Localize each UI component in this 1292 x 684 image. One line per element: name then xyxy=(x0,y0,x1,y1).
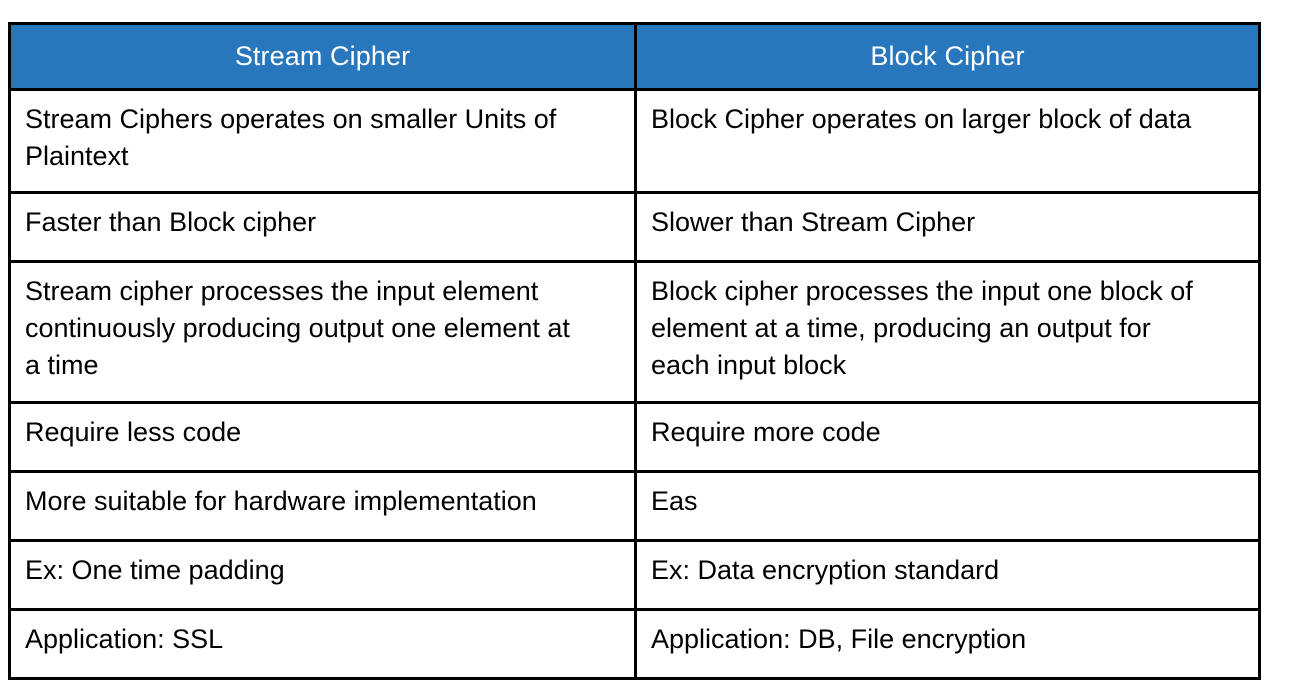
cell-stream-2: Stream cipher processes the input elemen… xyxy=(8,260,637,404)
cipher-comparison-table: Stream Cipher Block Cipher Stream Cipher… xyxy=(8,22,1261,680)
table-row: More suitable for hardware implementatio… xyxy=(8,470,1261,542)
table-row: Ex: One time padding Ex: Data encryption… xyxy=(8,539,1261,611)
cell-block-1: Slower than Stream Cipher xyxy=(634,191,1261,263)
table-header-row: Stream Cipher Block Cipher xyxy=(8,22,1261,91)
cell-stream-6: Application: SSL xyxy=(8,608,637,680)
cell-stream-3: Require less code xyxy=(8,401,637,473)
table-row: Application: SSL Application: DB, File e… xyxy=(8,608,1261,680)
table-row: Stream Ciphers operates on smaller Units… xyxy=(8,88,1261,194)
cell-stream-4: More suitable for hardware implementatio… xyxy=(8,470,637,542)
column-header-block-cipher: Block Cipher xyxy=(634,22,1261,91)
cell-block-3: Require more code xyxy=(634,401,1261,473)
cell-block-4: Eas xyxy=(634,470,1261,542)
cell-block-2: Block cipher processes the input one blo… xyxy=(634,260,1261,404)
cell-stream-1: Faster than Block cipher xyxy=(8,191,637,263)
cell-stream-0: Stream Ciphers operates on smaller Units… xyxy=(8,88,637,194)
table-header: Stream Cipher Block Cipher xyxy=(8,22,1261,91)
table-row: Stream cipher processes the input elemen… xyxy=(8,260,1261,404)
table-row: Faster than Block cipher Slower than Str… xyxy=(8,191,1261,263)
table-row: Require less code Require more code xyxy=(8,401,1261,473)
table-body: Stream Ciphers operates on smaller Units… xyxy=(8,88,1261,680)
cell-stream-5: Ex: One time padding xyxy=(8,539,637,611)
cell-block-5: Ex: Data encryption standard xyxy=(634,539,1261,611)
column-header-stream-cipher: Stream Cipher xyxy=(8,22,637,91)
cell-block-0: Block Cipher operates on larger block of… xyxy=(634,88,1261,194)
cell-block-6: Application: DB, File encryption xyxy=(634,608,1261,680)
